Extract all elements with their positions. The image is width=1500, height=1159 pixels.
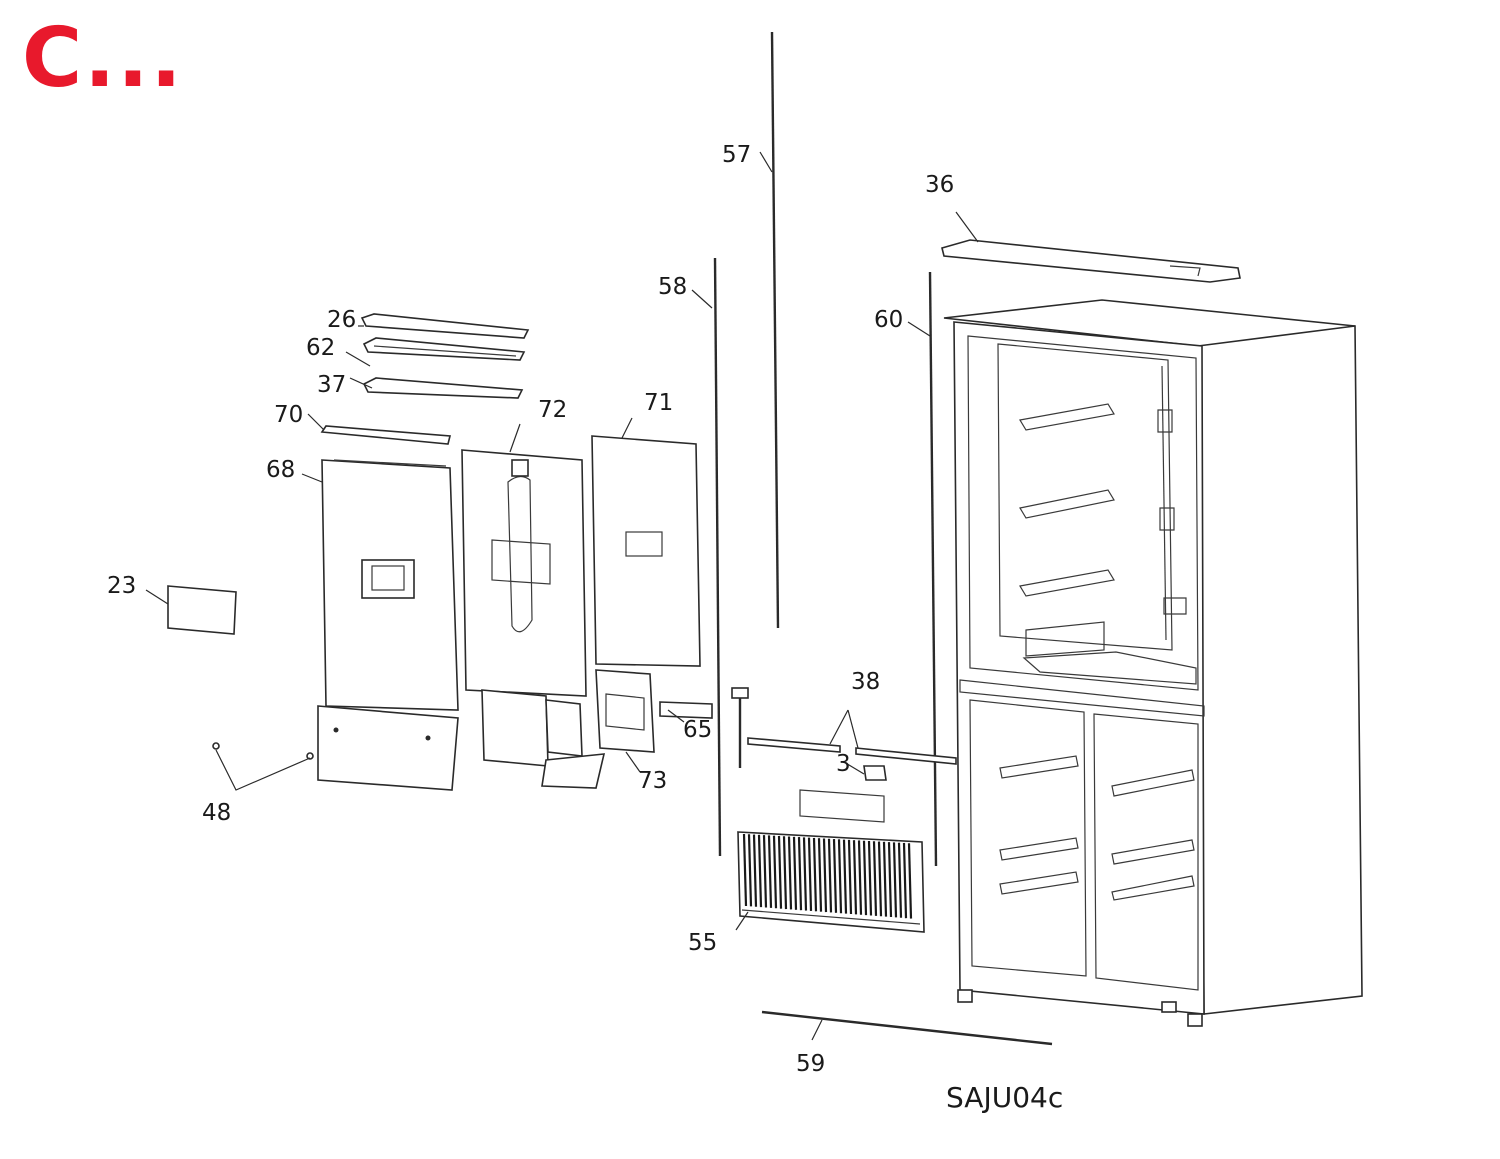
evaporator-fin [742, 833, 748, 907]
evaporator-fin [857, 840, 863, 915]
evaporator-fin [837, 839, 843, 914]
refrigerator-cabinet [943, 299, 1363, 1027]
evaporator-fin [802, 837, 808, 911]
evaporator-fin [812, 837, 818, 912]
part-71-back-panel [591, 435, 701, 667]
callout-48: 48 [202, 800, 231, 826]
evaporator-fin [767, 835, 773, 908]
part-36-top-cover [941, 239, 1241, 283]
part-57-rod [770, 31, 780, 629]
callout-26: 26 [327, 307, 356, 333]
evaporator-fin [827, 838, 833, 913]
evaporator-fin [882, 841, 888, 917]
part-23-plate [167, 585, 237, 635]
evaporator-fin [757, 834, 763, 908]
part-38-bars [747, 737, 957, 765]
evaporator-fin [897, 842, 903, 918]
part-55-evaporator [731, 687, 925, 933]
callout-57: 57 [722, 142, 751, 168]
part-70-strip [320, 425, 452, 445]
callout-37: 37 [317, 372, 346, 398]
part-73-fan-housing [595, 669, 655, 753]
evaporator-fin [907, 843, 913, 919]
evaporator-fin [772, 835, 778, 909]
callout-60: 60 [874, 307, 903, 333]
diagram-code: SAJU04c [946, 1081, 1064, 1114]
callout-71: 71 [644, 390, 673, 416]
callout-68: 68 [266, 457, 295, 483]
part-65-connector [659, 701, 713, 719]
evaporator-fin [777, 835, 783, 909]
callout-65: 65 [683, 717, 712, 743]
part-68-panel [317, 459, 459, 791]
part-59-strip [761, 1010, 1053, 1046]
evaporator-fin [862, 840, 868, 916]
evaporator-fin [847, 839, 853, 915]
evaporator-fin [892, 842, 898, 918]
part-3-block [863, 765, 887, 781]
part-62-frame [362, 337, 526, 361]
callout-72: 72 [538, 397, 567, 423]
evaporator-fin [817, 838, 823, 912]
evaporator-fin [747, 834, 753, 907]
part-26-tray [360, 313, 530, 339]
evaporator-fin [832, 839, 838, 913]
callout-62: 62 [306, 335, 335, 361]
evaporator-fin [877, 841, 883, 917]
evaporator-fin [872, 841, 878, 916]
evaporator-fin [852, 840, 858, 915]
callout-3: 3 [836, 751, 851, 777]
brand-logo: C... [22, 11, 184, 106]
leader-lines [145, 151, 979, 1041]
callout-73: 73 [638, 768, 667, 794]
callout-labels: 26 62 37 70 72 71 68 23 48 57 58 36 60 3… [107, 142, 954, 1077]
evaporator-fin [782, 836, 788, 910]
part-72-duct-panel [461, 449, 606, 789]
part-37-tray [362, 377, 524, 399]
callout-23: 23 [107, 573, 136, 599]
evaporator-fin [887, 842, 893, 918]
evaporator-fins [742, 833, 913, 919]
part-58-rod [713, 257, 722, 857]
callout-55: 55 [688, 930, 717, 956]
evaporator-fin [822, 838, 828, 913]
evaporator-fin [762, 835, 768, 908]
callout-36: 36 [925, 172, 954, 198]
evaporator-fin [902, 842, 908, 919]
evaporator-fin [867, 840, 873, 916]
callout-70: 70 [274, 402, 303, 428]
callout-38: 38 [851, 669, 880, 695]
callout-58: 58 [658, 274, 687, 300]
evaporator-fin [752, 834, 758, 907]
evaporator-fin [842, 839, 848, 914]
part-60-rod [928, 271, 938, 867]
evaporator-fin [792, 836, 798, 910]
evaporator-fin [807, 837, 813, 911]
evaporator-fin [797, 837, 803, 911]
part-48-screws [212, 742, 314, 760]
evaporator-fin [787, 836, 793, 910]
callout-59: 59 [796, 1051, 825, 1077]
